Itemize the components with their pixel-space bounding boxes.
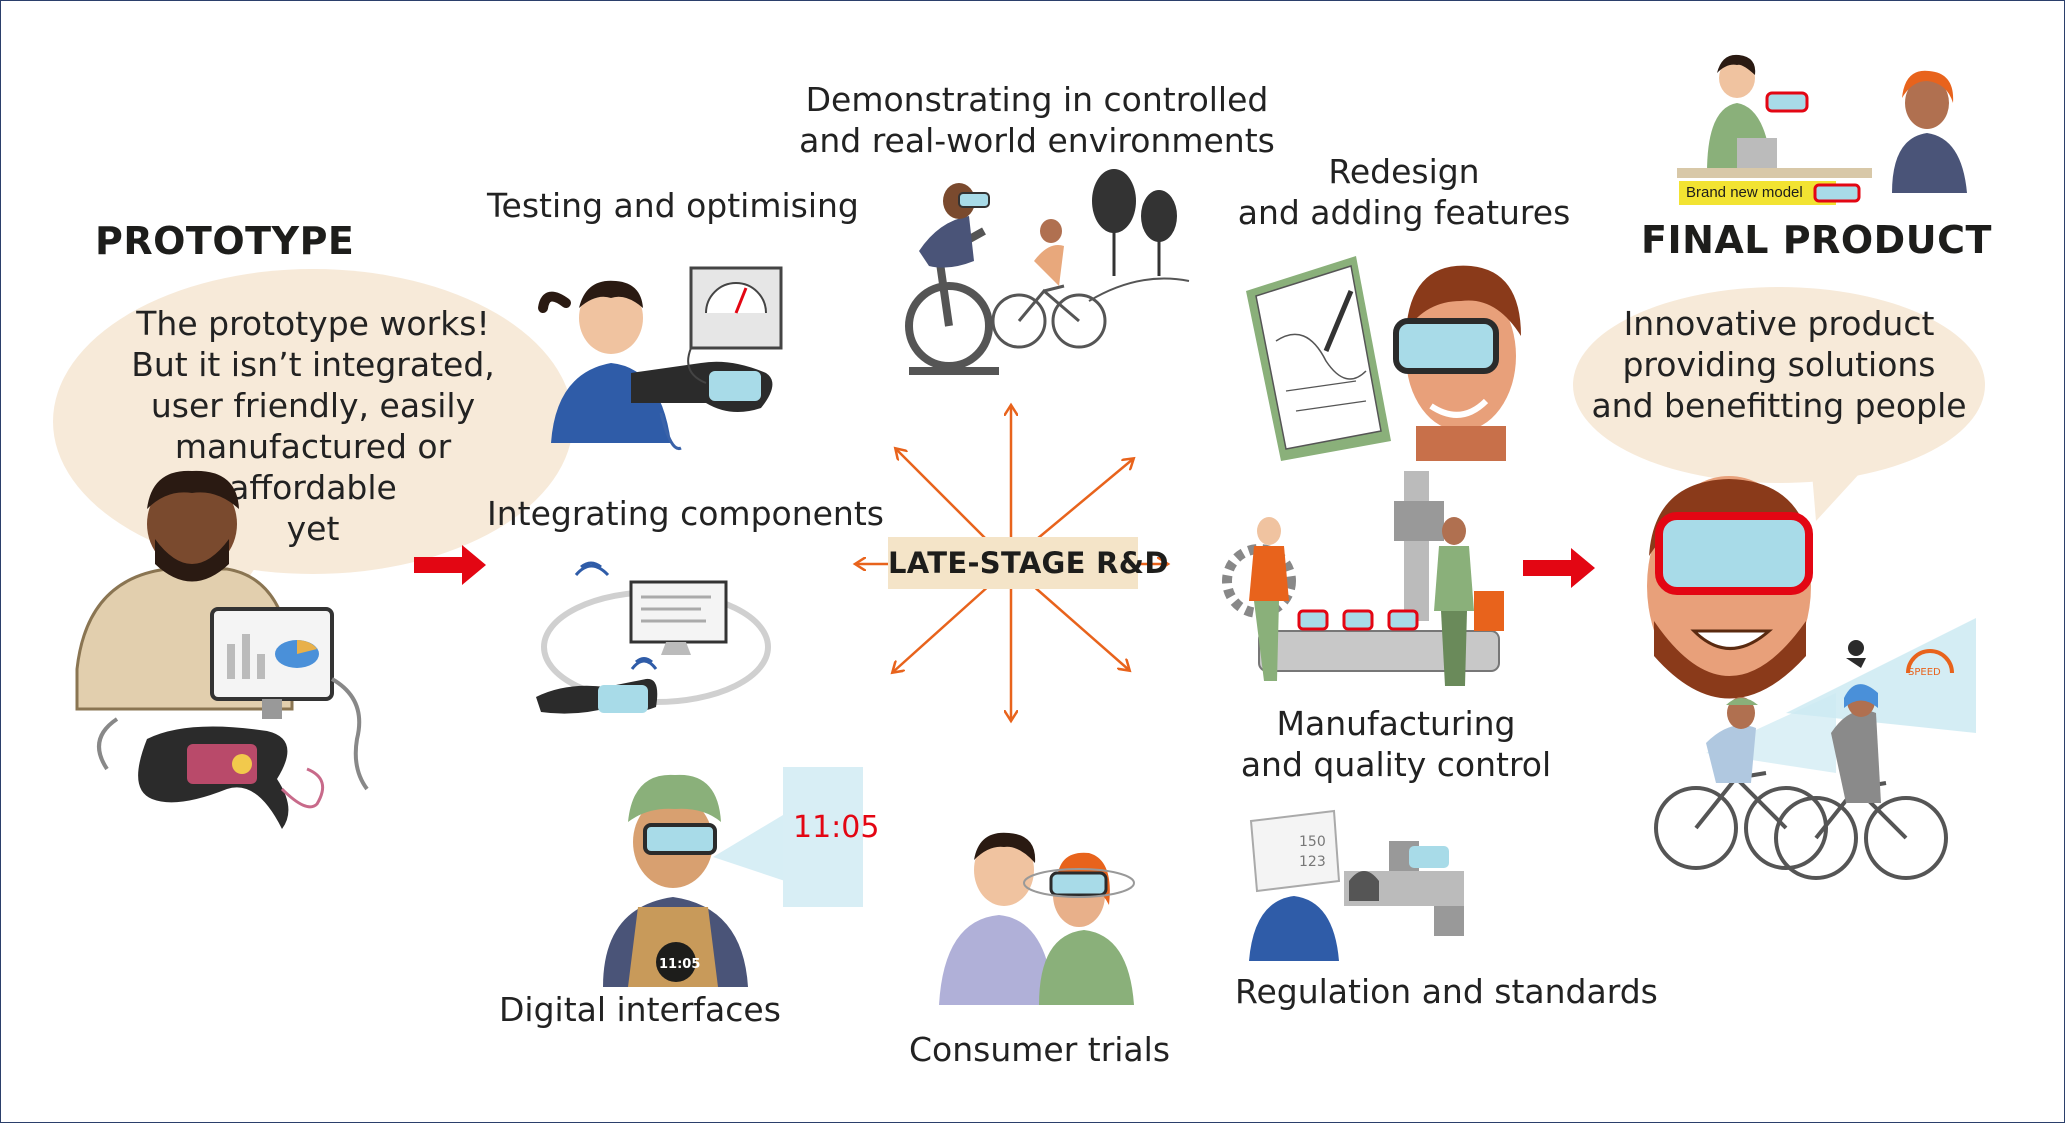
prototype-heading: PROTOTYPE	[95, 219, 355, 263]
speed-label: SPEED	[1908, 667, 1941, 678]
prototype-line-4: manufactured or	[174, 427, 452, 466]
final-bubble-tail	[1811, 461, 1871, 521]
label-manufacturing-line-1: Manufacturing	[1276, 704, 1516, 743]
prototype-line-1: The prototype works!	[136, 304, 490, 343]
projected-clock-text: 11:05	[793, 810, 879, 845]
prototype-speech-bubble	[53, 269, 573, 574]
final-line-3: and benefitting people	[1591, 386, 1967, 425]
final-cyclists-illustration: SPEED	[1654, 618, 1976, 880]
label-testing: Testing and optimising	[487, 186, 859, 225]
label-demonstrating-line-1: Demonstrating in controlled	[805, 80, 1269, 119]
label-redesign: Redesign and adding features	[1229, 151, 1579, 233]
digital-illustration: 11:05 11:05	[603, 767, 879, 987]
sheet-number-1: 150	[1299, 834, 1326, 850]
final-man-illustration	[1647, 476, 1813, 699]
brand-new-model-badge: Brand new model	[1679, 181, 1836, 205]
shop-illustration	[1677, 54, 1967, 193]
arrow-prototype-to-rd	[414, 545, 486, 585]
label-regulation: Regulation and standards	[1235, 972, 1658, 1011]
final-product-heading: FINAL PRODUCT	[1641, 218, 1992, 262]
prototype-line-6: yet	[286, 509, 340, 548]
label-consumer: Consumer trials	[909, 1030, 1171, 1069]
final-line-1: Innovative product	[1623, 304, 1935, 343]
label-redesign-line-2: and adding features	[1237, 193, 1571, 232]
integrating-illustration	[536, 561, 771, 714]
badge-goggles-icon	[1813, 183, 1861, 203]
prototype-bubble-text: The prototype works! But it isn’t integr…	[63, 303, 563, 549]
regulation-illustration: 150 123	[1249, 809, 1464, 961]
prototype-illustration	[75, 470, 369, 829]
final-line-2: providing solutions	[1622, 345, 1936, 384]
sheet-number-2: 123	[1299, 854, 1326, 870]
final-speech-bubble	[1573, 287, 1985, 483]
consumer-illustration	[939, 832, 1135, 1005]
label-manufacturing-line-2: and quality control	[1240, 745, 1552, 784]
label-digital: Digital interfaces	[499, 990, 781, 1029]
demonstrating-illustration	[905, 169, 1190, 375]
prototype-line-2: But it isn’t integrated,	[131, 345, 495, 384]
label-demonstrating-line-2: and real-world environments	[799, 121, 1275, 160]
watch-text: 11:05	[659, 957, 700, 972]
redesign-illustration	[1246, 256, 1521, 461]
label-manufacturing: Manufacturing and quality control	[1226, 703, 1566, 785]
label-redesign-line-1: Redesign	[1328, 152, 1480, 191]
testing-illustration	[538, 266, 783, 451]
late-stage-rd-label: LATE-STAGE R&D	[888, 537, 1168, 589]
prototype-line-5: affordable	[229, 468, 397, 507]
label-integrating: Integrating components	[487, 494, 884, 533]
final-bubble-text: Innovative product providing solutions a…	[1581, 303, 1977, 426]
manufacturing-illustration	[1222, 471, 1504, 686]
prototype-line-3: user friendly, easily	[150, 386, 476, 425]
arrow-rd-to-final	[1523, 548, 1595, 588]
label-demonstrating: Demonstrating in controlled and real-wor…	[797, 79, 1277, 161]
